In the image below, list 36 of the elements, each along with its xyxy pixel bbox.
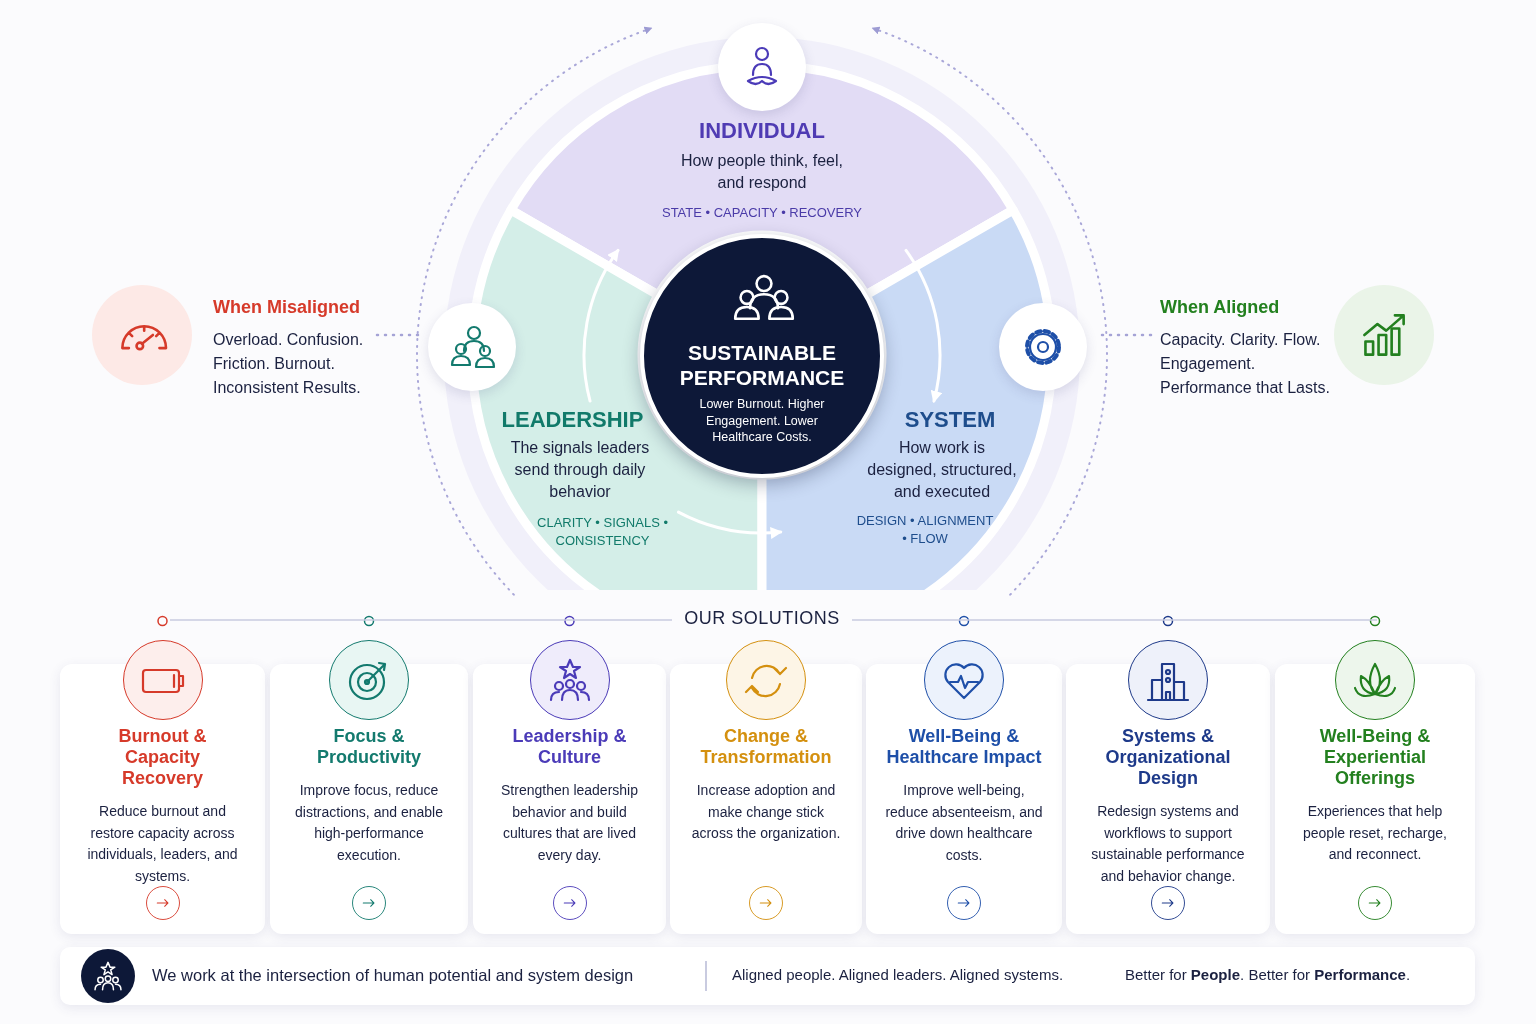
center-subtitle: Lower Burnout. Higher Engagement. Lower Healthcare Costs. [698,396,826,446]
card-title: Burnout & Capacity Recovery [117,726,208,789]
cycle-arrow [582,248,620,403]
card-description: Strengthen leadership behavior and build cultures that are lived every day. [500,781,639,865]
center-title: SUSTAINABLE PERFORMANCE [678,340,846,390]
segment-title: LEADERSHIP [500,407,645,433]
card-description: Reduce burnout and restore capacity across individuals, leaders, and systems. [86,802,239,886]
note-heading: When Misaligned [213,297,360,318]
card-description: Improve well-being, reduce absenteeism, and drive down healthcare costs. [884,781,1044,865]
footer-banner [60,947,1475,1005]
segment-title: INDIVIDUAL [698,118,826,144]
keyword-list: CLARITY • SIGNALS • CONSISTENCY [530,514,675,550]
footer-text: Aligned people. Aligned leaders. Aligned systems. [732,966,1064,983]
note-text: Capacity. Clarity. Flow. Engagement. Performance that Lasts. [1160,330,1331,398]
card-title: Focus & Productivity [316,726,422,768]
note-text: Overload. Confusion. Friction. Burnout. Inconsistent Results. [213,330,365,398]
footer-text: Better for People. Better for Performance. [1125,966,1411,983]
cycle-arrow [904,248,942,404]
segment-title: SYSTEM [903,407,997,433]
card-title: Well-Being & Experiential Offerings [1318,726,1432,789]
keyword-list: STATE • CAPACITY • RECOVERY [622,204,902,222]
segment-description: How work is designed, structured, and executed [866,438,1018,502]
segment-description: How people think, feel, and respond [680,151,844,193]
card-description: Experiences that help people reset, recharge, and reconnect. [1302,802,1448,864]
card-description: Redesign systems and workflows to support sustainable performance and behavior change. [1090,802,1246,886]
card-description: Improve focus, reduce distractions, and enable high-performance execution. [294,781,444,865]
card-description: Increase adoption and make change stick across the organization. [690,781,842,843]
card-title: Leadership & Culture [511,726,628,768]
card-title: Change & Transformation [699,726,833,768]
note-heading: When Aligned [1160,297,1280,318]
cycle-arrow [676,510,783,539]
segment-description: The signals leaders send through daily behavior [509,438,651,502]
card-title: Well-Being & Healthcare Impact [885,726,1043,768]
card-title: Systems & Organizational Design [1104,726,1232,789]
keyword-list: DESIGN • ALIGNMENT • FLOW [855,512,995,548]
tagline: We work at the intersection of human potential and system design [152,966,634,985]
